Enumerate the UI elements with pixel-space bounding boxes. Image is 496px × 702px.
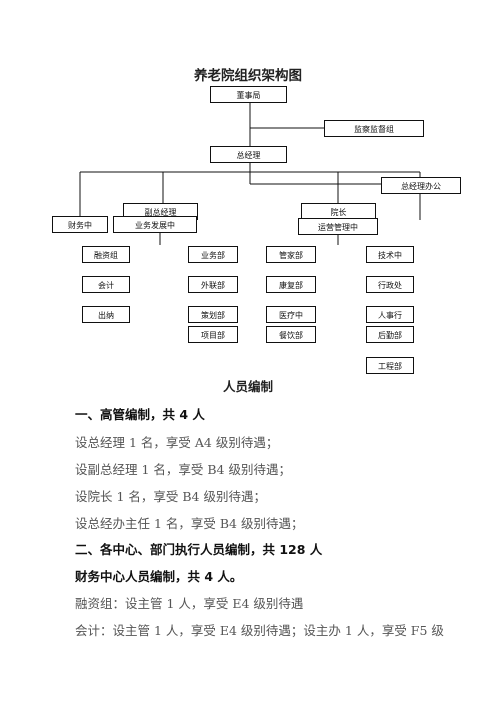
chart-title: 养老院组织架构图 [194, 68, 302, 84]
finance-unit: 融资组 [82, 246, 130, 263]
staffing-heading: 人员编制 [222, 379, 273, 394]
business-dev-box: 业务发展中 [113, 216, 197, 233]
org-chart-connectors [79, 103, 421, 245]
section-heading-departments: 二、各中心、部门执行人员编制，共 128 人 [75, 542, 323, 557]
service-unit: 康复部 [266, 276, 316, 293]
paragraph: 融资组：设主管 1 人，享受 E4 级别待遇 [75, 596, 304, 611]
service-unit: 管家部 [266, 246, 316, 263]
service-mgmt-box: 运营管理中 [298, 218, 378, 235]
supervisor-box: 监察监督组 [324, 120, 424, 137]
service-unit: 餐饮部 [266, 326, 316, 343]
admin-unit: 技术中 [366, 246, 414, 263]
gm-box: 总经理 [210, 146, 287, 163]
admin-unit: 人事行 [366, 306, 414, 323]
business-unit: 项目部 [188, 326, 238, 343]
admin-unit: 工程部 [366, 357, 414, 374]
business-unit: 外联部 [188, 276, 238, 293]
business-unit: 业务部 [188, 246, 238, 263]
paragraph: 设总经理 1 名，享受 A4 级别待遇； [75, 435, 279, 450]
paragraph: 设院长 1 名，享受 B4 级别待遇； [75, 489, 266, 504]
admin-unit: 后勤部 [366, 326, 414, 343]
finance-unit: 会计 [82, 276, 130, 293]
subsection-heading-finance: 财务中心人员编制，共 4 人。 [75, 569, 243, 584]
paragraph: 设总经办主任 1 名，享受 B4 级别待遇； [75, 516, 304, 531]
paragraph: 设副总经理 1 名，享受 B4 级别待遇； [75, 462, 291, 477]
service-unit: 医疗中 [266, 306, 316, 323]
business-unit: 策划部 [188, 306, 238, 323]
finance-center-box: 财务中 [52, 216, 108, 233]
paragraph: 会计：设主管 1 人，享受 E4 级别待遇；设主办 1 人，享受 F5 级 [75, 623, 444, 638]
board-box: 董事局 [210, 86, 287, 103]
gm-office-box: 总经理办公 [381, 177, 461, 194]
section-heading-executives: 一、高管编制，共 4 人 [75, 407, 205, 422]
finance-unit: 出纳 [82, 306, 130, 323]
admin-unit: 行政处 [366, 276, 414, 293]
